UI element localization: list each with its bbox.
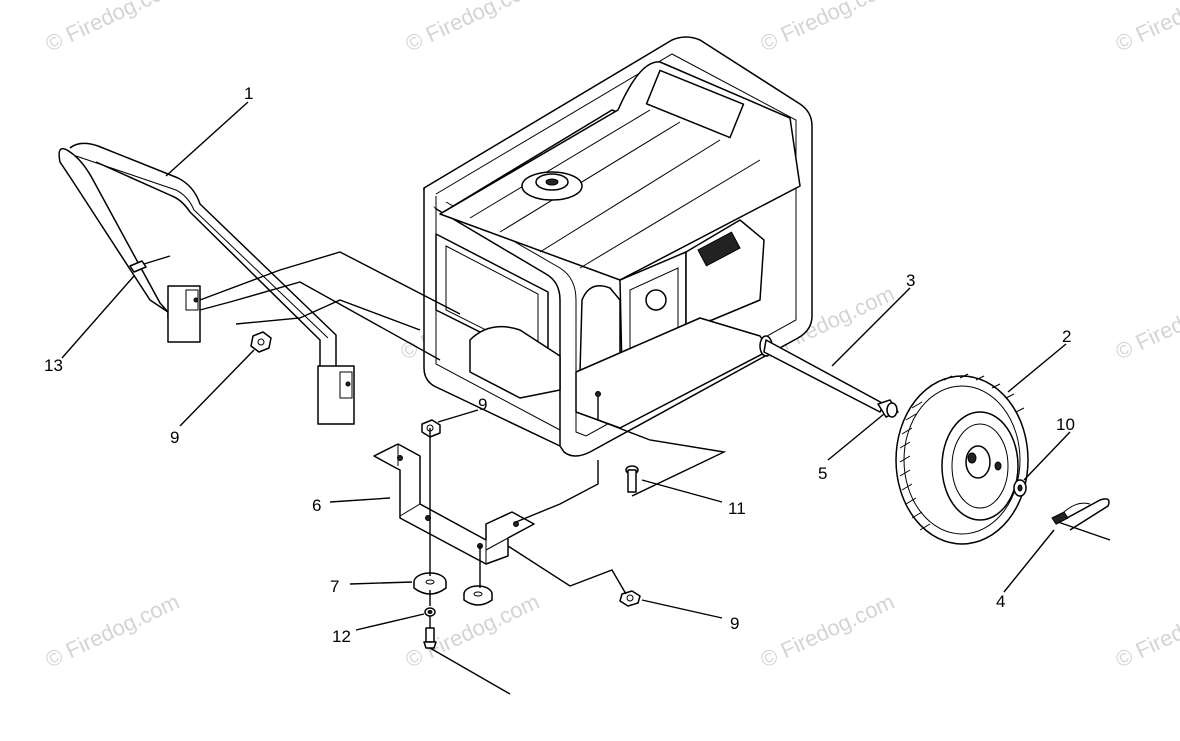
callout-hitch-pin: 4	[996, 592, 1005, 611]
callout-labels: 1 2 3 4 5 6 7 9 9 9 10 11 12 13	[44, 84, 1075, 646]
callout-spacer: 5	[818, 464, 827, 483]
wheel-drawing	[895, 373, 1029, 545]
callout-handle: 1	[244, 84, 253, 103]
callout-rubber-foot: 7	[330, 577, 339, 596]
watermark: © Firedog.com	[757, 589, 899, 673]
leader-lines	[61, 101, 1111, 695]
handle-bolt-drawing	[129, 255, 171, 273]
foot-washer-drawing	[424, 607, 436, 617]
watermark: © Firedog.com	[1112, 589, 1180, 673]
spacer-drawing	[877, 399, 899, 418]
callout-axle: 3	[906, 271, 915, 290]
frame-bolt-drawing	[625, 465, 639, 493]
rubber-foot-drawing-2	[463, 585, 493, 606]
callout-bolt-handle: 13	[44, 356, 63, 375]
callout-wheel: 2	[1062, 327, 1071, 346]
callout-nut-handle: 9	[170, 428, 179, 447]
callout-washer-wheel: 10	[1056, 415, 1075, 434]
watermark: © Firedog.com	[402, 0, 544, 57]
watermark: © Firedog.com	[42, 589, 184, 673]
bracket-nut-drawing	[421, 419, 441, 438]
watermark: © Firedog.com	[1112, 281, 1180, 365]
hitch-pin-drawing	[1051, 498, 1110, 531]
handle-drawing	[58, 142, 355, 425]
bracket-nut-drawing-2	[619, 590, 641, 607]
callout-bolt-frame: 11	[728, 499, 746, 518]
wheel-washer-drawing	[1013, 479, 1027, 497]
handle-nut-drawing	[250, 331, 272, 353]
watermark: © Firedog.com	[757, 0, 899, 57]
generator-drawing	[423, 36, 813, 457]
callout-support-bracket: 6	[312, 496, 321, 515]
foot-bolt-drawing	[423, 627, 437, 649]
callout-nut-bracket: 9	[478, 395, 487, 414]
support-bracket-drawing	[373, 443, 535, 565]
watermark: © Firedog.com	[42, 0, 184, 57]
callout-nut-foot: 9	[730, 614, 739, 633]
callout-washer-foot: 12	[332, 627, 351, 646]
watermark: © Firedog.com	[1112, 0, 1180, 57]
axle-drawing	[763, 339, 885, 413]
